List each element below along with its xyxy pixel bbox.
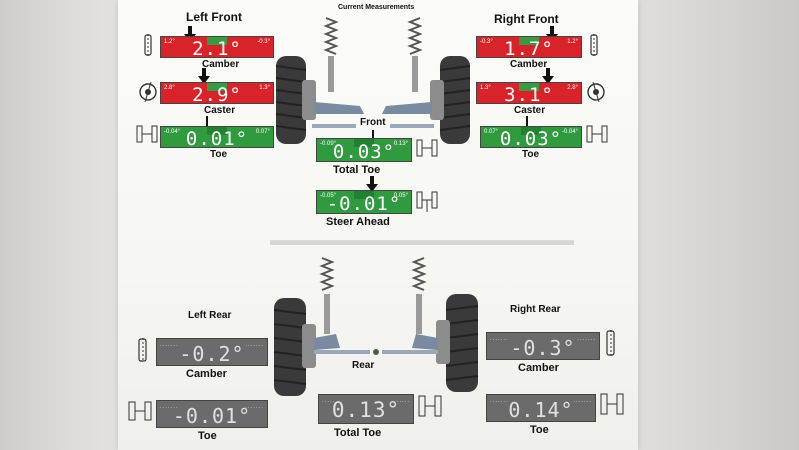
pointer-tick xyxy=(372,130,374,140)
front-total-toe-label: Total Toe xyxy=(333,164,381,176)
front-total-toe-value: 0.03° xyxy=(332,141,396,162)
right-rear-toe-gauge: ....... 0.14° ....... xyxy=(486,394,596,422)
toe-axle-icon xyxy=(600,392,624,421)
front-axle-label: Front xyxy=(360,117,386,128)
page-title: Current Measurements xyxy=(338,4,415,11)
right-front-caster-label: Caster xyxy=(514,105,546,116)
left-front-camber-label: Camber xyxy=(202,59,240,70)
front-total-toe-gauge: -0.09° 0.03° 0.13° xyxy=(316,138,412,162)
left-front-toe-min: -0.04° xyxy=(164,129,181,135)
left-rear-toe-value: -0.01° xyxy=(172,404,252,428)
left-front-toe-gauge: -0.04° 0.01° 0.07° xyxy=(160,126,274,148)
pointer-tick xyxy=(206,116,208,126)
camber-wheel-icon xyxy=(588,34,600,61)
background-left xyxy=(0,0,120,450)
right-front-toe-min: 0.07° xyxy=(484,129,499,135)
right-front-toe-value: 0.03° xyxy=(499,128,563,148)
left-rear-toe-label: Toe xyxy=(198,430,217,442)
right-rear-toe-label: Toe xyxy=(530,424,549,436)
front-total-toe-min: -0.09° xyxy=(320,141,337,147)
toe-axle-icon xyxy=(416,138,438,163)
rear-total-toe-gauge: ..... 0.13° ..... xyxy=(318,394,414,424)
down-arrow-icon xyxy=(198,68,210,84)
right-front-caster-min: 1.3° xyxy=(480,85,491,91)
steer-ahead-value: -0.01° xyxy=(326,193,402,214)
right-front-caster-value: 3.1° xyxy=(504,84,554,104)
right-front-camber-max: 1.2° xyxy=(567,39,578,45)
caster-wheel-icon xyxy=(586,81,606,107)
left-front-caster-value: 2.9° xyxy=(192,84,242,104)
camber-wheel-icon xyxy=(142,34,154,61)
right-front-camber-min: -0.3° xyxy=(480,39,493,45)
front-total-toe-max: 0.13° xyxy=(393,141,408,147)
left-front-caster-max: 1.3° xyxy=(259,85,270,91)
left-rear-toe-gauge: ....... -0.01° ....... xyxy=(156,400,268,428)
right-front-camber-gauge: -0.3° 1.7° 1.2° xyxy=(476,36,582,58)
toe-axle-icon xyxy=(586,124,608,149)
right-front-toe-gauge: 0.07° 0.03° -0.04° xyxy=(480,126,582,148)
left-rear-heading: Left Rear xyxy=(188,310,232,321)
rear-total-toe-value: 0.13° xyxy=(331,398,401,422)
down-arrow-icon xyxy=(542,68,554,84)
right-rear-heading: Right Rear xyxy=(510,304,561,315)
right-front-camber-label: Camber xyxy=(510,59,548,70)
left-front-heading: Left Front xyxy=(186,10,242,24)
steer-ahead-label: Steer Ahead xyxy=(326,216,390,228)
left-front-toe-label: Toe xyxy=(210,149,228,160)
right-rear-toe-value: 0.14° xyxy=(508,398,574,422)
rear-suspension-diagram xyxy=(273,257,479,396)
toe-axle-icon xyxy=(128,400,152,427)
toe-axle-icon xyxy=(136,124,158,149)
left-front-camber-max: -0.3° xyxy=(257,39,270,45)
left-rear-camber-label: Camber xyxy=(186,368,227,380)
left-front-toe-value: 0.01° xyxy=(185,128,249,148)
right-front-toe-label: Toe xyxy=(522,149,540,160)
right-rear-camber-label: Camber xyxy=(518,362,559,374)
toe-axle-icon xyxy=(418,394,442,423)
left-front-caster-min: 2.8° xyxy=(164,85,175,91)
front-suspension-diagram xyxy=(275,17,471,144)
caster-wheel-icon xyxy=(138,81,158,107)
steer-ahead-min: -0.05° xyxy=(320,193,337,199)
steer-ahead-max: 0.05° xyxy=(393,193,408,199)
right-front-camber-value: 1.7° xyxy=(504,38,554,58)
left-front-caster-gauge: 2.8° 2.9° 1.3° xyxy=(160,82,274,104)
camber-wheel-icon xyxy=(136,338,150,367)
down-arrow-icon xyxy=(366,176,378,192)
rear-total-toe-label: Total Toe xyxy=(334,427,382,439)
left-front-camber-min: 1.2° xyxy=(164,39,175,45)
right-front-caster-gauge: 1.3° 3.1° 2.8° xyxy=(476,82,582,104)
show-through-text: ▬▬▬▬▬▬▬▬▬▬▬▬▬▬▬▬▬▬▬ xyxy=(270,232,574,249)
right-rear-camber-value: -0.3° xyxy=(510,336,576,360)
background-right xyxy=(629,0,799,450)
left-front-caster-label: Caster xyxy=(204,105,236,116)
steering-axle-icon xyxy=(416,190,438,217)
rear-axle-label: Rear xyxy=(352,360,375,371)
left-rear-camber-gauge: ....... -0.2° ....... xyxy=(156,338,268,366)
camber-wheel-icon xyxy=(604,330,618,361)
left-front-camber-value: 2.1° xyxy=(192,38,242,58)
pointer-tick xyxy=(526,116,528,126)
left-front-toe-max: 0.07° xyxy=(255,129,270,135)
right-front-toe-max: -0.04° xyxy=(561,129,578,135)
left-rear-camber-value: -0.2° xyxy=(179,342,245,366)
right-rear-camber-gauge: ....... -0.3° ....... xyxy=(486,332,600,360)
right-front-heading: Right Front xyxy=(494,12,559,26)
right-front-caster-max: 2.8° xyxy=(567,85,578,91)
left-front-camber-gauge: 1.2° 2.1° -0.3° xyxy=(160,36,274,58)
steer-ahead-gauge: -0.05° -0.01° 0.05° xyxy=(316,190,412,214)
